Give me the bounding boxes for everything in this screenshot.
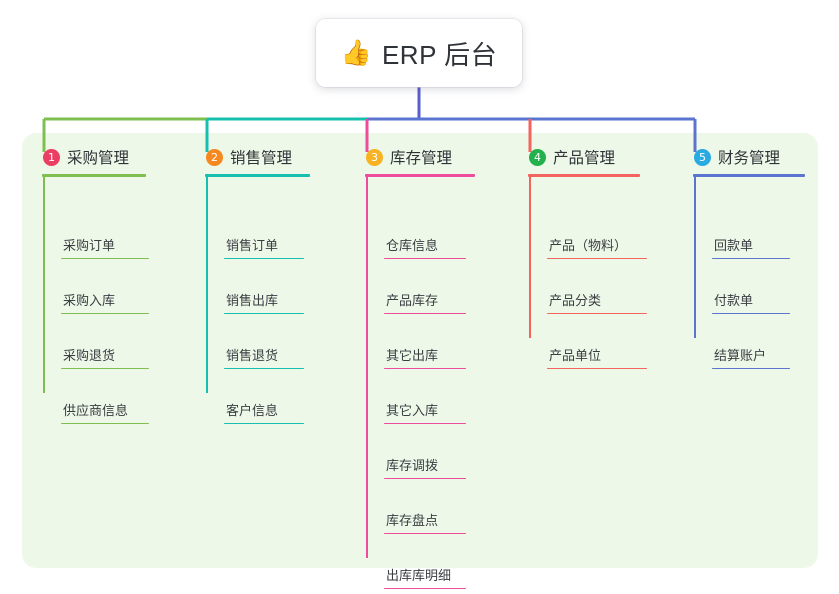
column-header-rule [693, 174, 805, 177]
tree-item[interactable]: 库存盘点 [384, 510, 466, 540]
tree-item-rule [547, 258, 647, 260]
column-header-rule [365, 174, 475, 177]
thumbs-up-icon: 👍 [341, 41, 372, 66]
tree-item-label: 结算账户 [712, 345, 790, 364]
tree-item[interactable]: 结算账户 [712, 345, 790, 375]
column-header-rule [205, 174, 310, 177]
tree-item-label: 销售订单 [224, 235, 304, 254]
tree-item[interactable]: 出库库明细 [384, 565, 466, 594]
tree-item-rule [224, 258, 304, 260]
column-badge-4: 4 [529, 149, 546, 166]
tree-item-rule [384, 368, 466, 370]
tree-item-label: 出库库明细 [384, 565, 466, 584]
tree-item-rule [61, 368, 149, 370]
tree-item-label: 仓库信息 [384, 235, 466, 254]
tree-item-rule [384, 478, 466, 480]
tree-item-label: 其它入库 [384, 400, 466, 419]
column-header-3[interactable]: 3 库存管理 [366, 146, 475, 168]
tree-item[interactable]: 产品单位 [547, 345, 647, 375]
column-header-4[interactable]: 4 产品管理 [529, 146, 640, 168]
tree-item-rule [547, 313, 647, 315]
tree-item-rule [224, 313, 304, 315]
column-badge-3: 3 [366, 149, 383, 166]
tree-item-rule [712, 368, 790, 370]
tree-item[interactable]: 其它出库 [384, 345, 466, 375]
tree-item-label: 销售退货 [224, 345, 304, 364]
tree-item-rule [384, 533, 466, 535]
tree-item-rule [712, 258, 790, 260]
column-header-rule [528, 174, 640, 177]
column-title: 产品管理 [553, 146, 615, 168]
tree-item-label: 产品库存 [384, 290, 466, 309]
tree-item[interactable]: 销售出库 [224, 290, 304, 320]
column-title: 采购管理 [67, 146, 129, 168]
tree-item-label: 产品（物料） [547, 235, 647, 254]
tree-item-label: 供应商信息 [61, 400, 149, 419]
tree-item-rule [224, 423, 304, 425]
tree-item[interactable]: 库存调拨 [384, 455, 466, 485]
column-header-5[interactable]: 5 财务管理 [694, 146, 805, 168]
tree-item-rule [384, 313, 466, 315]
tree-item[interactable]: 其它入库 [384, 400, 466, 430]
root-node-content: 👍 ERP 后台 [341, 35, 497, 72]
tree-item[interactable]: 销售退货 [224, 345, 304, 375]
tree-item-label: 销售出库 [224, 290, 304, 309]
tree-item-label: 库存盘点 [384, 510, 466, 529]
tree-item-rule [224, 368, 304, 370]
tree-item-label: 付款单 [712, 290, 790, 309]
tree-item[interactable]: 付款单 [712, 290, 790, 320]
root-node-label: ERP 后台 [382, 35, 497, 72]
tree-item-label: 采购入库 [61, 290, 149, 309]
tree-item-rule [61, 258, 149, 260]
tree-item[interactable]: 采购退货 [61, 345, 149, 375]
tree-item[interactable]: 销售订单 [224, 235, 304, 265]
tree-item[interactable]: 回款单 [712, 235, 790, 265]
tree-item-label: 回款单 [712, 235, 790, 254]
column-badge-5: 5 [694, 149, 711, 166]
tree-item[interactable]: 仓库信息 [384, 235, 466, 265]
tree-item[interactable]: 产品分类 [547, 290, 647, 320]
tree-item[interactable]: 客户信息 [224, 400, 304, 430]
tree-item-label: 产品分类 [547, 290, 647, 309]
column-title: 销售管理 [230, 146, 292, 168]
column-title: 财务管理 [718, 146, 780, 168]
column-header-2[interactable]: 2 销售管理 [206, 146, 310, 168]
tree-item[interactable]: 供应商信息 [61, 400, 149, 430]
tree-item-label: 产品单位 [547, 345, 647, 364]
tree-item-rule [712, 313, 790, 315]
tree-item-label: 其它出库 [384, 345, 466, 364]
tree-item[interactable]: 采购入库 [61, 290, 149, 320]
column-title: 库存管理 [390, 146, 452, 168]
column-header-rule [42, 174, 146, 177]
tree-item[interactable]: 产品（物料） [547, 235, 647, 265]
tree-item[interactable]: 产品库存 [384, 290, 466, 320]
tree-item-label: 客户信息 [224, 400, 304, 419]
tree-item-rule [384, 423, 466, 425]
tree-item-rule [61, 423, 149, 425]
tree-item-label: 库存调拨 [384, 455, 466, 474]
tree-item-label: 采购退货 [61, 345, 149, 364]
tree-item-rule [547, 368, 647, 370]
tree-item-rule [61, 313, 149, 315]
tree-item-label: 采购订单 [61, 235, 149, 254]
column-badge-2: 2 [206, 149, 223, 166]
column-header-1[interactable]: 1 采购管理 [43, 146, 146, 168]
tree-item-rule [384, 258, 466, 260]
column-badge-1: 1 [43, 149, 60, 166]
tree-item[interactable]: 采购订单 [61, 235, 149, 265]
root-node-card[interactable]: 👍 ERP 后台 [316, 19, 522, 87]
